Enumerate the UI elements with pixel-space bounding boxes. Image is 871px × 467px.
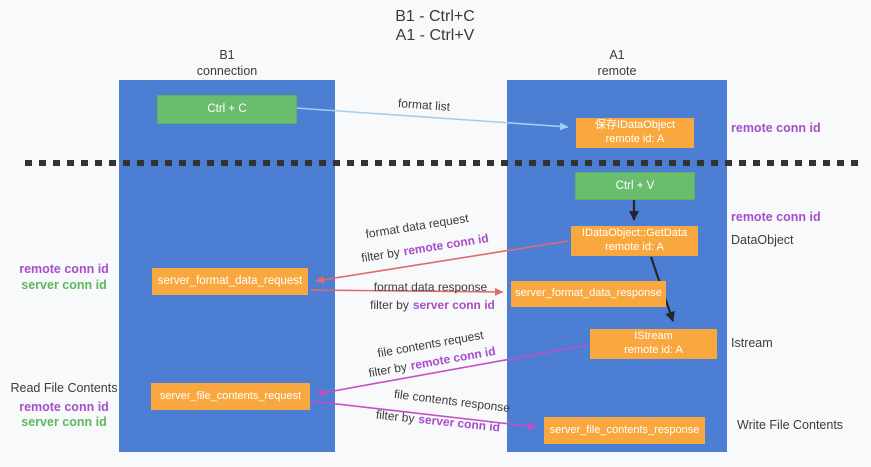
remote-conn-id-text: remote conn id: [731, 210, 821, 224]
ctrl-v-node: Ctrl + V: [575, 172, 695, 200]
format-list-label: format list: [397, 96, 451, 114]
format-request-label: server_format_data_request: [157, 275, 303, 288]
save-idataobject-line1: 保存IDataObject: [594, 119, 676, 132]
filter-by-text: filter by: [370, 298, 409, 312]
getdata-line2: remote id: A: [605, 241, 664, 253]
server-conn-id-text: server conn id: [21, 277, 107, 292]
file-request-label: server_file_contents_request: [159, 389, 302, 402]
getdata-line1: IDataObject::GetData: [581, 227, 688, 240]
ctrl-c-label: Ctrl + C: [207, 103, 247, 116]
filter-by-text: filter by: [367, 359, 408, 381]
save-idataobject-node: 保存IDataObject remote id: A: [576, 118, 694, 148]
column-header-b1: B1 connection: [119, 47, 335, 80]
istream-line1: IStream: [634, 330, 673, 343]
column-a1-name: A1: [609, 48, 625, 62]
save-idataobject-line2: remote id: A: [605, 133, 665, 145]
left-conn-id-labels: remote conn id server conn id: [8, 262, 120, 293]
format-response-label: server_format_data_response: [515, 287, 662, 300]
istream-side-label: Istream: [731, 336, 773, 350]
server-file-contents-request-node: server_file_contents_request: [151, 383, 310, 410]
remote-conn-id-text: remote conn id: [731, 121, 821, 135]
title-line-2: A1 - Ctrl+V: [395, 27, 475, 45]
file-response-label: server_file_contents_response: [549, 423, 700, 436]
remote-conn-id-text: remote conn id: [19, 399, 109, 414]
title-line-1: B1 - Ctrl+C: [395, 8, 475, 25]
server-conn-id-text: server conn id: [417, 411, 501, 435]
column-a1-role: remote: [597, 64, 637, 79]
write-file-contents-text: Write File Contents: [737, 418, 844, 432]
remote-conn-id-text: remote conn id: [19, 262, 109, 276]
ctrl-v-label: Ctrl + V: [615, 179, 655, 192]
diagram-title: B1 - Ctrl+C A1 - Ctrl+V: [285, 7, 585, 45]
istream-node: IStream remote id: A: [590, 329, 717, 359]
server-conn-id-text: server conn id: [412, 298, 495, 312]
format-data-response-label: format data response: [373, 280, 488, 294]
read-file-contents-labels: Read File Contents remote conn id server…: [8, 381, 120, 431]
server-conn-id-text: server conn id: [21, 415, 107, 430]
server-file-contents-response-node: server_file_contents_response: [544, 417, 705, 444]
column-b1-name: B1: [219, 48, 235, 62]
filter-by-text: filter by: [360, 245, 401, 265]
ctrl-c-node: Ctrl + C: [157, 95, 297, 124]
dataobject-label: DataObject: [731, 233, 794, 247]
server-format-data-response-node: server_format_data_response: [511, 281, 666, 307]
server-format-data-request-node: server_format_data_request: [152, 268, 308, 295]
read-file-contents-text: Read File Contents: [10, 381, 118, 395]
idataobject-getdata-node: IDataObject::GetData remote id: A: [571, 226, 698, 256]
column-header-a1: A1 remote: [507, 47, 727, 80]
istream-line2: remote id: A: [624, 344, 683, 356]
remote-conn-id-text: remote conn id: [402, 231, 490, 259]
filter-by-text: filter by: [375, 407, 416, 426]
column-b1-role: connection: [196, 64, 258, 79]
